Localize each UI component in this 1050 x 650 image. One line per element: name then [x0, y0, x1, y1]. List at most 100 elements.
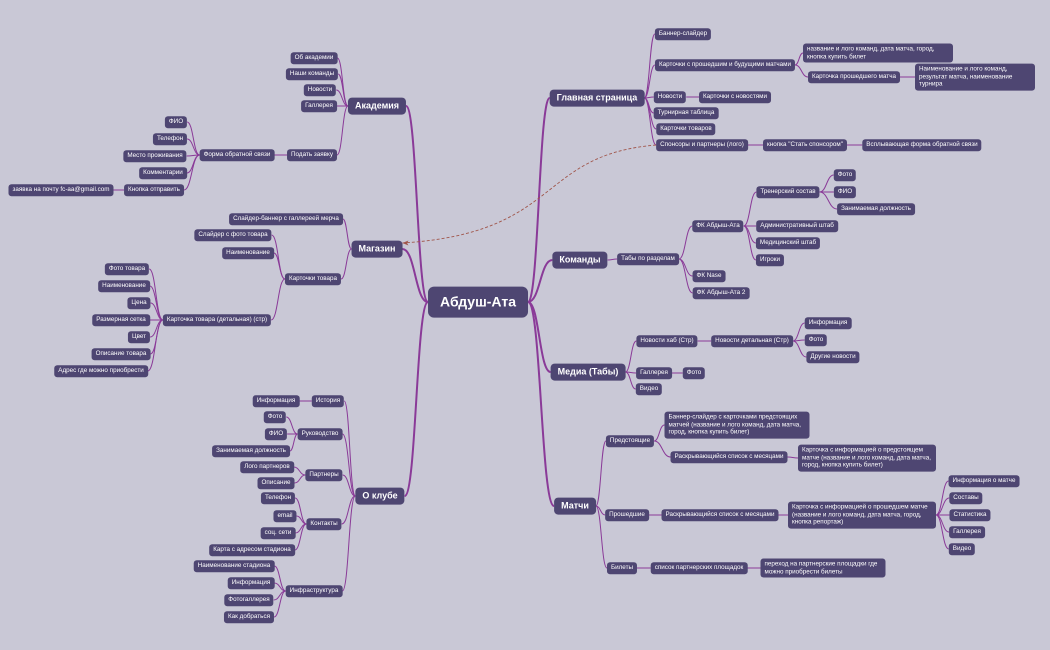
- teams-coach-position: Занимаемая должность: [837, 203, 915, 215]
- connector-line: [743, 225, 757, 244]
- academy-feedback-form: Форма обратной связи: [199, 149, 275, 161]
- shop-product-cards: Карточки товара: [284, 273, 342, 285]
- connector-line: [625, 371, 637, 374]
- connector-line: [625, 340, 637, 373]
- matches-info: Информация о матче: [948, 475, 1020, 487]
- connector-line: [336, 57, 349, 107]
- connector-line: [935, 497, 950, 516]
- media-video: Видео: [635, 383, 663, 395]
- about-management: Руководство: [297, 428, 343, 440]
- about-mgmt-name: ФИО: [264, 428, 288, 440]
- branch-academy: Академия: [347, 97, 407, 115]
- connector-line: [294, 474, 306, 484]
- teams-medical-staff: Медицинский штаб: [755, 237, 821, 249]
- about-mgmt-position: Занимаемая должность: [212, 445, 290, 457]
- teams-coaching: Тренерский состав: [756, 186, 820, 198]
- academy-news: Новости: [303, 84, 337, 96]
- connector-line: [743, 225, 757, 261]
- connector-line: [794, 64, 809, 78]
- media-info: Информация: [804, 317, 852, 329]
- branch-about: О клубе: [355, 487, 405, 505]
- connector-line: [935, 480, 949, 516]
- shop-photo-slider: Слайдер с фото товара: [194, 229, 272, 241]
- matches-stats: Статистика: [949, 509, 991, 521]
- matches-gallery: Галлерея: [949, 526, 985, 538]
- connector-line: [296, 515, 307, 525]
- main-news-cards: Карточки с новостями: [699, 91, 771, 103]
- connector-line: [792, 339, 805, 342]
- connector-line: [295, 523, 307, 534]
- root: Абдуш-Ата: [428, 286, 528, 318]
- academy-apply[interactable]: Подать заявку: [287, 149, 337, 161]
- about-mgmt-photo: Фото: [263, 411, 287, 423]
- matches-upcoming-dropdown[interactable]: Раскрывающийся список с месяцами: [670, 451, 788, 463]
- connector-line: [150, 319, 164, 355]
- about-history-info: Информация: [252, 395, 300, 407]
- connector-line: [147, 319, 164, 372]
- main-banner: Баннер-слайдер: [654, 28, 712, 40]
- connector-line: [794, 52, 804, 66]
- main-product-cards: Карточки товаров: [656, 123, 716, 135]
- connector-line: [819, 174, 834, 193]
- media-news-hub: Новости хаб (Стр): [636, 335, 698, 347]
- about-partner-logo: Лого партнеров: [240, 461, 294, 473]
- connector-line: [653, 424, 665, 442]
- main-sponsors: Спонсоры и партнеры (лого): [656, 139, 748, 151]
- shop-detail-name: Наименование: [98, 280, 150, 292]
- connector-line: [336, 105, 349, 156]
- academy-phone-field: Телефон: [152, 133, 188, 145]
- about-history: История: [311, 395, 345, 407]
- shop-price: Цена: [127, 297, 151, 309]
- shop-color: Цвет: [127, 331, 151, 343]
- teams-fc-2: ФК Абдыш-Ата 2: [692, 287, 750, 299]
- connector-line: [341, 495, 356, 592]
- main-table: Турнирная таблица: [653, 107, 719, 119]
- connector-line: [336, 89, 349, 107]
- connector-line: [273, 590, 286, 601]
- connector-line: [644, 97, 654, 114]
- connector-line: [527, 259, 553, 303]
- about-partner-desc: Описание: [257, 477, 295, 489]
- academy-comments-field: Комментарии: [139, 167, 187, 179]
- academy-residence-field: Место проживания: [123, 150, 187, 162]
- matches-partner-note: переход на партнерские площадки где можн…: [760, 558, 886, 578]
- connector-line: [341, 433, 356, 497]
- academy-about: Об академии: [290, 52, 338, 64]
- dashed-link-arrowhead: [402, 240, 409, 246]
- connector-line: [186, 138, 200, 156]
- connector-line: [678, 225, 693, 260]
- connector-line: [595, 505, 606, 516]
- academy-send-button[interactable]: Кнопка отправить: [124, 184, 184, 196]
- shop-detail-card: Карточка товара (детальная) (стр): [162, 314, 272, 326]
- matches-video: Видео: [948, 543, 976, 555]
- academy-our-teams: Наши команды: [285, 68, 339, 80]
- connector-line: [150, 302, 164, 321]
- academy-name-field: ФИО: [164, 116, 188, 128]
- connector-line: [935, 514, 950, 550]
- teams-tabs[interactable]: Табы по разделам: [617, 253, 679, 265]
- media-other-news: Другие новости: [806, 351, 860, 363]
- connector-line: [293, 466, 306, 476]
- about-social: соц. сети: [260, 527, 296, 539]
- branch-main-page: Главная страница: [549, 89, 645, 107]
- connector-line: [405, 105, 429, 303]
- connector-line: [340, 248, 352, 280]
- academy-gallery: Галлерея: [301, 100, 337, 112]
- connector-line: [678, 258, 693, 277]
- connector-line: [273, 590, 286, 618]
- shop-description: Описание товара: [91, 348, 151, 360]
- connector-line: [289, 433, 298, 452]
- matches-past-dropdown[interactable]: Раскрывающийся список с месяцами: [661, 509, 779, 521]
- main-sponsor-button[interactable]: кнопка "Стать спонсором": [763, 139, 847, 151]
- connector-line: [625, 371, 636, 390]
- main-match-cards: Карточки с прошедшим и будущими матчами: [654, 59, 796, 71]
- connector-line: [270, 278, 286, 321]
- branch-matches: Матчи: [554, 497, 596, 515]
- branch-shop: Магазин: [351, 240, 403, 258]
- connector-line: [653, 440, 671, 458]
- matches-past: Прошедшие: [605, 509, 649, 521]
- main-card-past-details: Наименование и лого команд, результат ма…: [915, 63, 1035, 91]
- connector-line: [527, 97, 551, 303]
- connector-line: [337, 73, 349, 107]
